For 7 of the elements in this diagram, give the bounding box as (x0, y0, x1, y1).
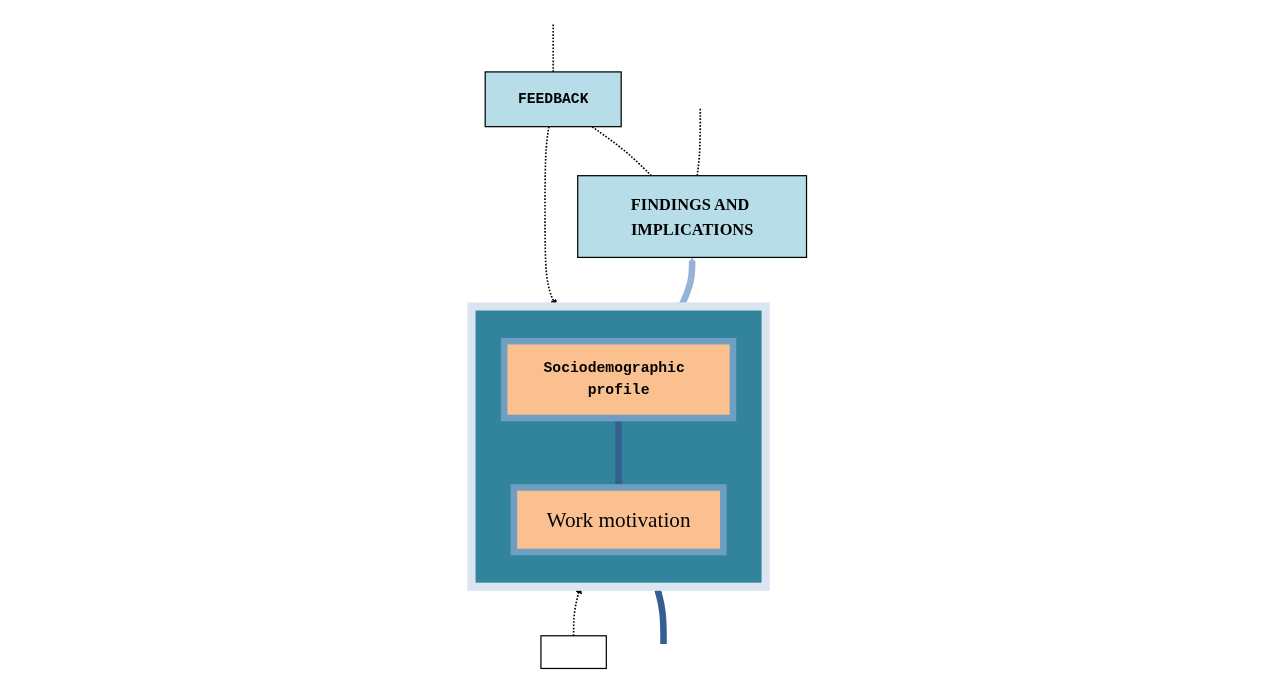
node-box: Work motivation (510, 484, 727, 556)
cluster (467, 302, 770, 591)
node-box: Sociodemographic profile (500, 337, 737, 422)
node-box: FEEDBACK (484, 71, 622, 128)
node-box: FINDINGS AND IMPLICATIONS (577, 175, 808, 259)
node-box (540, 635, 607, 670)
connector (591, 125, 653, 177)
